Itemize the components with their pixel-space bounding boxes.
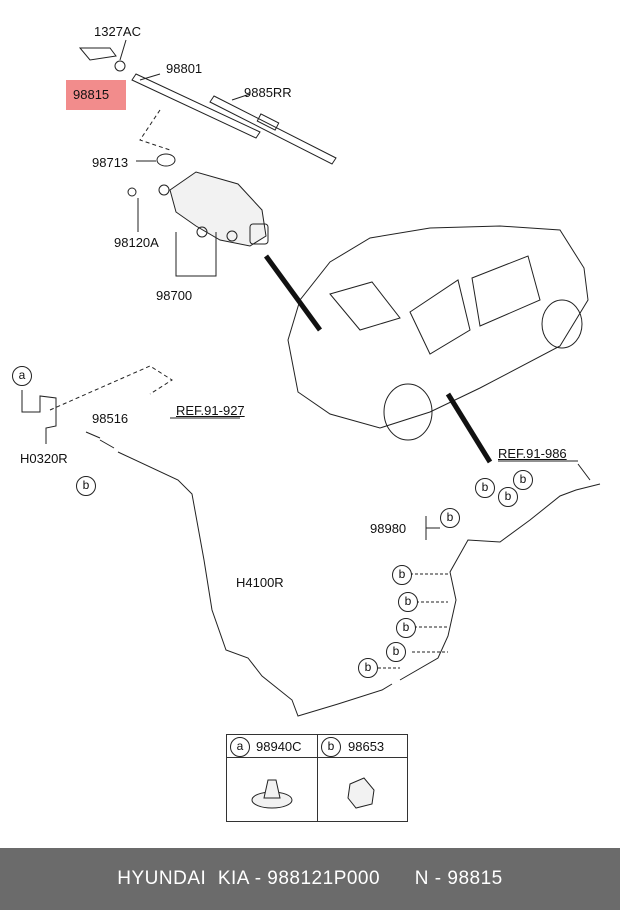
label-9885RR: 9885RR (244, 85, 292, 100)
callout-b: b (398, 592, 418, 612)
legend-cell-b (317, 734, 408, 822)
callout-b: b (475, 478, 495, 498)
wiper-blade-shape (209, 95, 337, 165)
diagram-drawing (21, 39, 601, 717)
legend-callout-b: b (321, 737, 341, 757)
wiper-cap-shape (78, 47, 117, 61)
legend-callout-a: a (230, 737, 250, 757)
ref-91-986: REF.91-986 (498, 446, 567, 461)
footer-reference-number: N - 98815 (414, 868, 503, 889)
ref-91-927: REF.91-927 (176, 403, 245, 418)
label-98120A: 98120A (114, 235, 159, 250)
callout-b: b (513, 470, 533, 490)
legend-part-a: 98940C (256, 739, 302, 754)
car-body-shape (287, 225, 589, 429)
highlight-98815 (66, 80, 126, 110)
label-H0320R: H0320R (20, 451, 68, 466)
wiper-arm-shape (131, 73, 261, 139)
callout-b: b (498, 487, 518, 507)
callout-b: b (392, 565, 412, 585)
clip-b-shape (347, 777, 375, 809)
grommet-shape (156, 153, 176, 167)
callout-b: b (396, 618, 416, 638)
callout-b: b (358, 658, 378, 678)
callout-a: a (12, 366, 32, 386)
callout-b: b (76, 476, 96, 496)
label-H4100R: H4100R (236, 575, 284, 590)
label-1327AC: 1327AC (94, 24, 141, 39)
label-98815: 98815 (73, 87, 110, 102)
legend-table: a 98940C b 98653 (226, 734, 408, 822)
label-98980: 98980 (370, 521, 407, 536)
label-98713: 98713 (92, 155, 129, 170)
legend-icons (251, 777, 375, 809)
parts-diagram: 1327AC 98815 98801 9885RR 98713 98120A 9… (12, 24, 601, 822)
callout-b: b (440, 508, 460, 528)
nut-shape (114, 60, 126, 72)
callout-b: b (386, 642, 406, 662)
legend-part-b: 98653 (348, 739, 385, 754)
label-98801: 98801 (166, 61, 203, 76)
bolt-shape (127, 187, 137, 197)
footer-part-number: HYUNDAI KIA - 988121P000 (117, 868, 381, 889)
wiper-motor-shape (169, 171, 267, 247)
footer-bar: HYUNDAI KIA - 988121P000 N - 98815 (0, 848, 620, 910)
label-98516: 98516 (92, 411, 129, 426)
label-98700: 98700 (156, 288, 193, 303)
